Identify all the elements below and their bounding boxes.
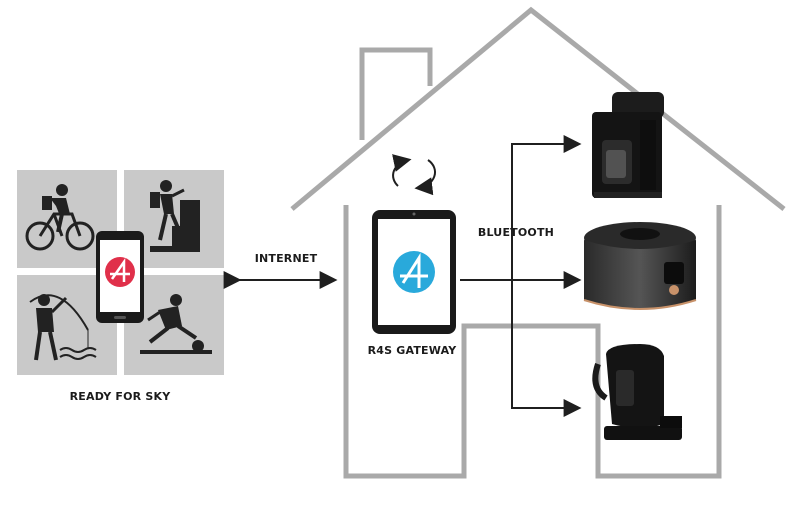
house-walls — [343, 205, 722, 479]
electric-kettle — [592, 344, 682, 440]
bluetooth-label: BLUETOOTH — [478, 226, 554, 239]
bluetooth-connections — [460, 135, 582, 417]
ready-for-sky-label: READY FOR SKY — [70, 390, 172, 403]
coffee-maker — [592, 92, 664, 198]
internet-label: INTERNET — [255, 252, 318, 265]
fisherman-icon — [29, 294, 97, 361]
climber-icon — [150, 180, 200, 252]
gateway-tablet — [372, 210, 456, 334]
house-roof — [290, 6, 786, 211]
sync-arrows-icon — [392, 154, 437, 196]
gateway-logo-icon — [393, 251, 435, 293]
r4s-logo-icon — [105, 257, 135, 287]
gateway-label: R4S GATEWAY — [368, 344, 458, 357]
multicooker — [583, 222, 697, 310]
bluetooth-line-kettle — [511, 280, 582, 417]
house-outline — [290, 6, 786, 479]
smartphone — [96, 231, 144, 323]
ball-player-icon — [140, 294, 212, 354]
house-chimney — [359, 47, 433, 140]
bluetooth-line-coffee — [511, 135, 582, 280]
cyclist-icon — [25, 184, 95, 251]
